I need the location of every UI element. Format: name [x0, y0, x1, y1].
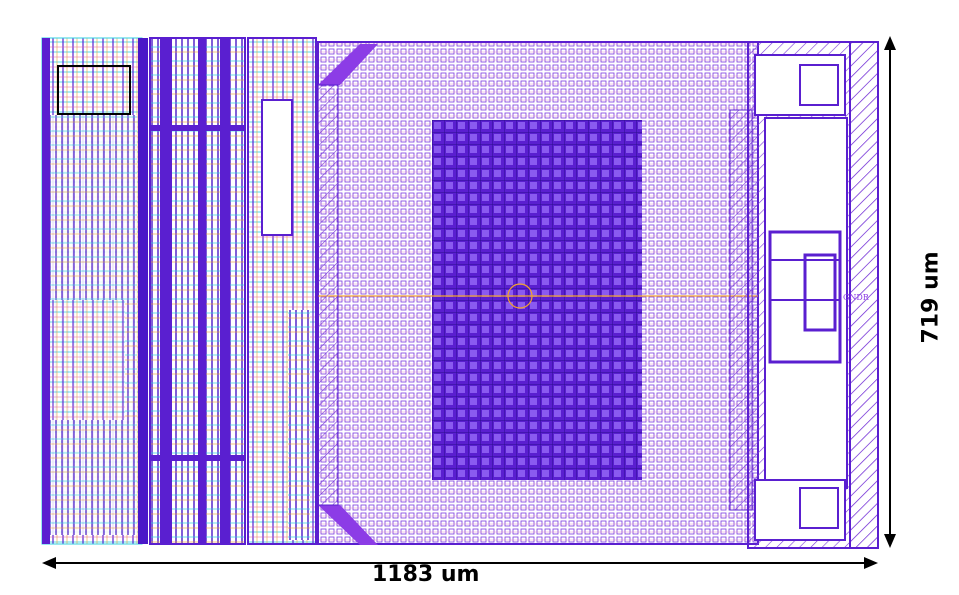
height-dimension-arrow — [884, 36, 896, 548]
height-dimension-label: 719 um — [918, 251, 944, 344]
gndr-label: GNDR — [843, 293, 870, 302]
highlight-box — [57, 65, 131, 115]
array-block — [317, 41, 759, 545]
column-block-2 — [149, 37, 246, 545]
width-dimension-label: 1183 um — [372, 562, 480, 587]
left-logic-block — [41, 37, 148, 545]
width-dimension-arrow — [42, 557, 878, 569]
column-block-3 — [247, 37, 317, 545]
right-pad-region: GNDR — [747, 41, 879, 549]
